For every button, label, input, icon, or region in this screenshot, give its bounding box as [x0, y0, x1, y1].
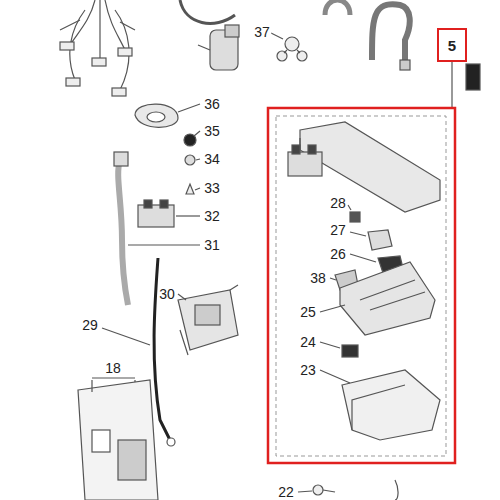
callout-number: 33 [203, 181, 221, 195]
callout-number: 22 [277, 485, 295, 499]
valve-block [288, 145, 322, 176]
callout-number: 28 [329, 196, 347, 210]
callout-number: 18 [104, 361, 122, 375]
callout-number: 26 [329, 247, 347, 261]
door-lock [138, 200, 174, 227]
callout-number: 23 [299, 363, 317, 377]
group-dashed [276, 116, 446, 456]
small-clip [313, 485, 335, 495]
valve [277, 37, 307, 61]
callout-box: 5 [437, 28, 467, 62]
callout-number: 25 [299, 305, 317, 319]
callout-number: 32 [203, 209, 221, 223]
callout-number: 24 [299, 335, 317, 349]
callout-number: 29 [81, 318, 99, 332]
drain-hose [372, 4, 410, 65]
pump [198, 25, 239, 70]
callout-number: 31 [203, 238, 221, 252]
pcb-board [78, 380, 158, 500]
callout-number: 34 [203, 152, 221, 166]
wire-harness [60, 0, 135, 96]
callout-number: 35 [203, 124, 221, 138]
callout-number: 38 [309, 271, 327, 285]
u-hose [325, 0, 350, 15]
callout-number: 37 [253, 25, 271, 39]
group-frame [268, 108, 455, 463]
ground-cable [154, 258, 170, 440]
gasket [135, 104, 178, 127]
dispenser-housing [342, 370, 440, 440]
dispenser-drawer [340, 262, 435, 335]
control-module [178, 285, 238, 355]
hose [180, 0, 235, 23]
callout-number: 30 [158, 287, 176, 301]
callout-number: 27 [329, 223, 347, 237]
hose [118, 160, 128, 305]
callout-number: 36 [203, 97, 221, 111]
callout-number: 5 [448, 37, 456, 54]
